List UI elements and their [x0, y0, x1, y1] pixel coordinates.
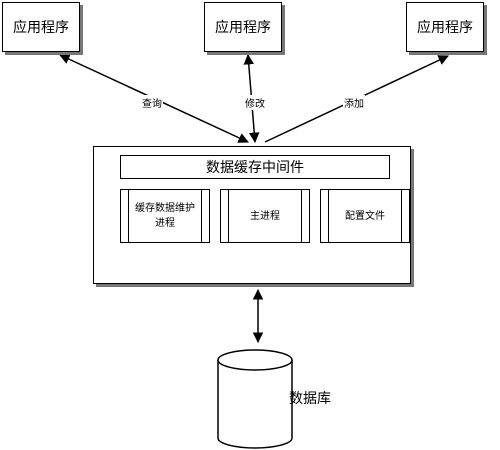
- process-label-line1: 缓存数据维护: [135, 203, 195, 214]
- process-label: 主进程: [250, 210, 280, 222]
- process-main: 主进程: [220, 189, 310, 243]
- app-box-3: 应用程序: [406, 2, 484, 52]
- database-label: 数据库: [289, 391, 331, 407]
- app-label: 应用程序: [215, 20, 271, 36]
- process-label-line2: 进程: [155, 218, 175, 229]
- process-cache-maintenance: 缓存数据维护进程: [120, 189, 210, 243]
- add-label: 添加: [343, 95, 365, 110]
- process-label: 配置文件: [345, 210, 385, 222]
- modify-label: 修改: [244, 95, 266, 110]
- app-label: 应用程序: [13, 20, 69, 36]
- app-label: 应用程序: [417, 20, 473, 36]
- process-config-file: 配置文件: [320, 189, 410, 243]
- middleware-title: 数据缓存中间件: [120, 155, 390, 179]
- app-box-2: 应用程序: [204, 2, 282, 52]
- app-box-1: 应用程序: [2, 2, 80, 52]
- query-label: 查询: [141, 95, 163, 110]
- middleware-title-text: 数据缓存中间件: [206, 160, 304, 176]
- database-cylinder: [217, 349, 293, 449]
